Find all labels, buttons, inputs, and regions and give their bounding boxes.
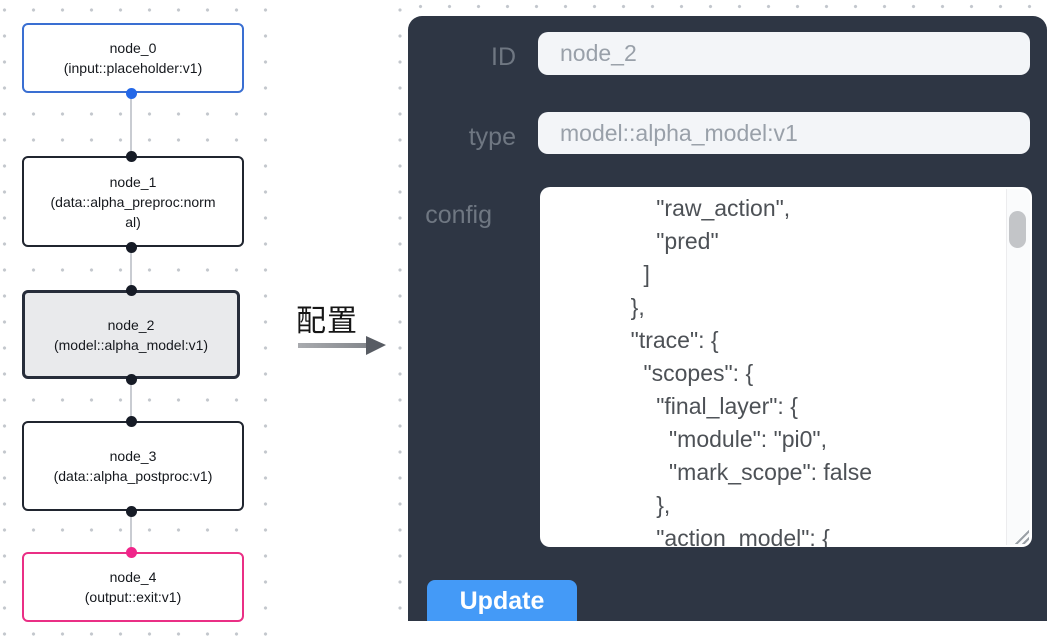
update-button[interactable]: Update — [427, 580, 577, 621]
id-label: ID — [491, 43, 516, 71]
edge-connector — [130, 511, 132, 553]
flow-node-node_0[interactable]: node_0 (input::placeholder:v1) — [22, 23, 244, 93]
node-id-label: node_3 — [109, 448, 157, 464]
port-dot-input-node_1[interactable] — [126, 151, 137, 162]
port-dot-output-node_2[interactable] — [126, 374, 137, 385]
node-type-label: (output::exit:v1) — [84, 589, 182, 605]
edge-connector — [130, 379, 132, 421]
flow-node-node_2-selected[interactable]: node_2 (model::alpha_model:v1) — [22, 290, 240, 379]
node-type-label: (data::alpha_preproc:normal) — [50, 193, 216, 230]
config-label: config — [425, 201, 492, 229]
node-type-label: (data::alpha_postproc:v1) — [53, 468, 213, 484]
config-textarea[interactable]: "raw_action", "pred" ] }, "trace": { "sc… — [540, 187, 1032, 547]
canvas-dot-grid-column — [395, 0, 405, 622]
node-id-label: node_4 — [109, 569, 157, 585]
flow-node-node_4[interactable]: node_4 (output::exit:v1) — [22, 552, 244, 622]
port-dot-input-node_4[interactable] — [126, 547, 137, 558]
edge-connector — [130, 247, 132, 290]
port-dot-input-node_3[interactable] — [126, 416, 137, 427]
port-dot-output-node_1[interactable] — [126, 242, 137, 253]
config-json-text: "raw_action", "pred" ] }, "trace": { "sc… — [630, 195, 872, 547]
port-dot-output-node_3[interactable] — [126, 506, 137, 517]
flow-node-node_3[interactable]: node_3 (data::alpha_postproc:v1) — [22, 421, 244, 511]
config-scrollbar-thumb[interactable] — [1009, 211, 1026, 248]
config-scrollbar[interactable] — [1006, 189, 1030, 545]
edge-connector — [130, 93, 132, 156]
node-type-label: (input::placeholder:v1) — [63, 60, 203, 76]
node-type-label: (model::alpha_model:v1) — [53, 336, 209, 353]
port-dot-input-node_2[interactable] — [126, 285, 137, 296]
type-input[interactable] — [538, 112, 1030, 154]
configure-annotation-label: 配置 — [296, 305, 358, 338]
node-id-label: node_2 — [107, 316, 155, 333]
id-input[interactable] — [538, 32, 1030, 75]
type-label: type — [468, 123, 516, 151]
port-dot-output-node_0[interactable] — [126, 88, 137, 99]
config-panel: ID type config "raw_action", "pred" ] },… — [408, 16, 1047, 621]
node-id-label: node_0 — [109, 40, 157, 56]
node-id-label: node_1 — [109, 173, 157, 190]
right-arrow-icon — [298, 343, 368, 348]
flow-node-node_1[interactable]: node_1 (data::alpha_preproc:normal) — [22, 156, 244, 247]
canvas-dot-grid-top — [404, 1, 1054, 12]
right-arrow-head-icon — [366, 336, 386, 355]
